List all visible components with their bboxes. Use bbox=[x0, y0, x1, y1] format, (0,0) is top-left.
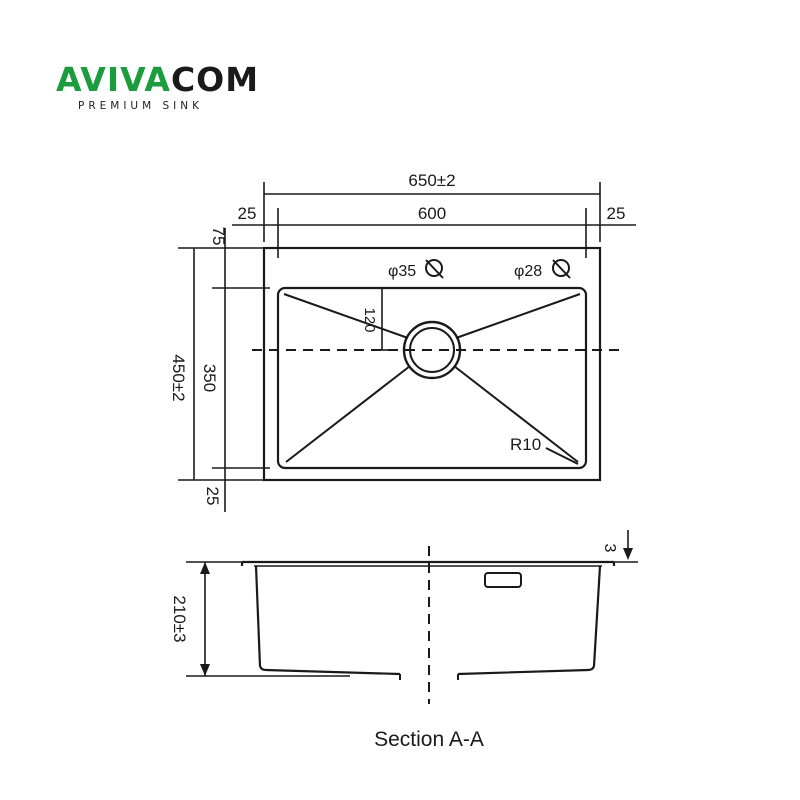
slope-line-top-right bbox=[455, 293, 581, 339]
label-overall-width: 650±2 bbox=[408, 171, 455, 190]
top-view bbox=[178, 182, 636, 512]
label-inner-depth: 350 bbox=[200, 364, 219, 392]
label-hole-35: φ35 bbox=[388, 263, 416, 280]
slope-line-bottom-right bbox=[453, 365, 579, 463]
sink-bowl-outline bbox=[276, 286, 588, 470]
brand-tagline: PREMIUM SINK bbox=[78, 100, 204, 112]
brand-name-part-1: AVIVA bbox=[56, 60, 171, 99]
label-left-offset: 25 bbox=[238, 204, 257, 223]
dim-210-arrow-top bbox=[200, 562, 210, 574]
brand-name-part-2: COM bbox=[170, 60, 260, 99]
hole-symbol-28 bbox=[552, 259, 571, 279]
hole-symbol-35 bbox=[425, 259, 444, 279]
label-top-offset: 75 bbox=[209, 227, 228, 246]
label-overall-depth: 450±2 bbox=[169, 354, 188, 401]
sink-outer-outline bbox=[262, 246, 602, 482]
brand-name: AVIVACOM bbox=[56, 62, 259, 98]
label-section-height: 210±3 bbox=[170, 595, 189, 642]
section-view bbox=[186, 530, 638, 704]
radius-leader-line bbox=[545, 447, 579, 465]
section-wall-right bbox=[457, 565, 602, 676]
overflow-slot bbox=[484, 572, 522, 588]
label-flange: 3 bbox=[601, 544, 618, 553]
dim-3-arrow bbox=[623, 548, 633, 560]
label-drain-offset: 120 bbox=[361, 307, 378, 332]
slope-line-top-left bbox=[283, 293, 409, 339]
slope-line-bottom-left bbox=[285, 365, 411, 463]
section-wall-left bbox=[254, 565, 401, 676]
dim-210-arrow-bottom bbox=[200, 664, 210, 676]
brand-logo: AVIVACOM PREMIUM SINK bbox=[56, 62, 259, 113]
label-right-offset: 25 bbox=[607, 204, 626, 223]
label-corner-radius: R10 bbox=[510, 435, 541, 454]
label-bottom-offset: 25 bbox=[203, 487, 222, 506]
label-inner-width: 600 bbox=[418, 204, 446, 223]
label-hole-28: φ28 bbox=[514, 263, 542, 280]
section-caption: Section A-A bbox=[374, 728, 484, 751]
